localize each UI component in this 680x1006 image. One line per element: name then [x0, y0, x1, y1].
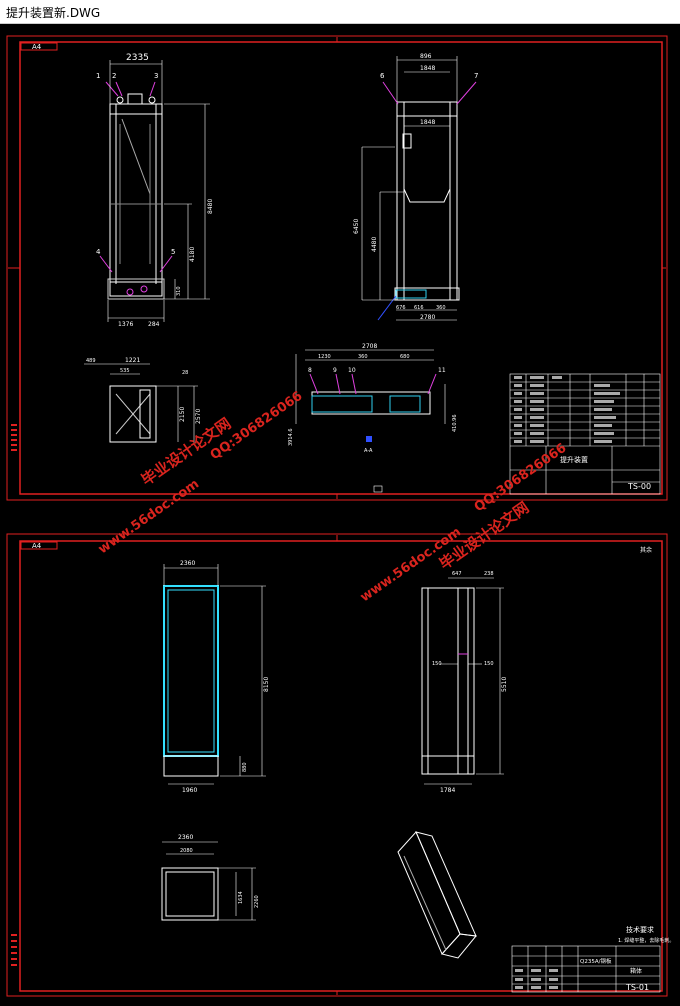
sheet2-size-tag: A4 [32, 542, 42, 550]
cad-drawing-canvas[interactable]: A4 2335 8480 4180 310 1376 284 1 2 [0, 24, 680, 1006]
dim-s2-right-height: 5510 [501, 677, 508, 692]
dim-side-height1: 6450 [353, 219, 360, 234]
sheet1-frame [6, 35, 668, 501]
sheet1-part-labels-front: 1 2 3 4 5 [96, 72, 175, 256]
sheet2-roughness-mark: 其余 [640, 546, 652, 554]
dim-s2-small-h2: 2260 [254, 895, 260, 908]
dim-front-base: 310 [176, 286, 182, 296]
dim-small-height1: 2150 [179, 407, 186, 422]
part-number-3: 3 [154, 72, 158, 80]
sheet1-drawing-title: 提升装置 [560, 455, 588, 464]
dim-s2-small-h1: 1634 [238, 891, 244, 904]
sheet1-size-tag: A4 [32, 43, 42, 51]
dim-small-right: 28 [182, 370, 188, 376]
dim-side-bottom-total: 2780 [420, 314, 435, 321]
part-number-4: 4 [96, 248, 101, 256]
dim-side-top-inner2: 1848 [420, 119, 435, 126]
dim-small-height2: 2570 [195, 409, 202, 424]
dim-s2-right-top1: 647 [452, 571, 462, 577]
dim-side-height2: 4480 [371, 237, 378, 252]
part-number-5: 5 [171, 248, 175, 256]
section-label: A-A [364, 448, 373, 454]
sheet2-left-view [163, 585, 219, 777]
dim-front-height: 8480 [207, 199, 214, 214]
dim-s2-left-bottom-width: 1960 [182, 787, 197, 794]
sheet1-front-dims [107, 60, 210, 322]
part-number-9: 9 [333, 367, 337, 374]
sheet2-isometric-view [397, 831, 477, 959]
sheet1-small-marker [373, 485, 383, 493]
dim-side-bottom-right: 360 [436, 305, 446, 311]
sheet2-title-block [511, 945, 661, 993]
sheet2-material: Q235A/钢板 [580, 957, 612, 965]
sheet1-front-view-color [99, 81, 173, 296]
dim-s2-right-bottom: 1784 [440, 787, 455, 794]
dim-front-width: 2335 [126, 53, 149, 63]
dim-s2-right-mid-left: 150 [432, 661, 442, 667]
dim-front-bottom-right: 284 [148, 321, 160, 328]
dim-front-bottom-left: 1376 [118, 321, 133, 328]
sheet2-small-dims [162, 841, 256, 921]
dim-section-right: 410.96 [452, 415, 458, 433]
sheet1-drawing-number: TS-00 [627, 482, 651, 491]
sheet2-right-dims [424, 577, 504, 785]
dim-side-bottom-left: 676 [396, 305, 406, 311]
sheet1-small-dims [84, 363, 198, 444]
sheet2-part-name: 箱体 [630, 967, 642, 975]
sheet2-left-ruler [11, 934, 17, 966]
dim-small-top-width: 1221 [125, 357, 140, 364]
part-number-1: 1 [96, 72, 100, 80]
dim-side-bottom-mid: 616 [414, 305, 424, 311]
dim-s2-left-base: 880 [242, 762, 248, 772]
sheet1-side-view [394, 101, 460, 301]
sheet1-title-block-entries [514, 376, 620, 443]
dim-side-top-inner: 1848 [420, 65, 435, 72]
dim-s2-left-top-width: 2360 [180, 560, 195, 567]
dim-side-top-outer: 896 [420, 53, 432, 60]
sheet1-front-view [107, 93, 165, 300]
sheet2-small-view [161, 867, 219, 921]
window-title: 提升装置新.DWG [6, 6, 101, 20]
sheet2-right-view [421, 587, 475, 775]
tech-req-title: 技术要求 [626, 925, 654, 934]
dim-s2-right-top2: 238 [484, 571, 494, 577]
sheet1-side-view-color [377, 81, 477, 321]
dim-s2-left-height: 8150 [263, 677, 270, 692]
sheet1-title-block [509, 373, 661, 495]
dim-section-total: 2708 [362, 343, 377, 350]
part-number-8: 8 [308, 367, 312, 374]
sheet1-bottom-section [295, 349, 446, 442]
dim-section-left: 3914.6 [288, 429, 294, 447]
sheet2-frame [6, 533, 668, 997]
dim-small-top-left: 489 [86, 358, 96, 364]
dim-s2-right-mid-right: 150 [484, 661, 494, 667]
window-titlebar: 提升装置新.DWG [0, 0, 680, 24]
sheet2-title-block-entries [515, 969, 558, 989]
watermark-right: www.56doc.com 毕业设计论文网 QQ:306826066 [358, 441, 570, 606]
sheet1-left-ruler [11, 424, 17, 451]
sheet2-drawing-number: TS-01 [625, 983, 649, 992]
sheet1-small-view [109, 385, 157, 443]
sheet2-left-dims [163, 564, 266, 785]
dim-section-part1: 1230 [318, 354, 331, 360]
dim-small-second: 535 [120, 368, 130, 374]
dim-section-part3: 680 [400, 354, 410, 360]
part-number-11: 11 [438, 367, 446, 374]
dim-s2-small-outer: 2360 [178, 834, 193, 841]
part-number-10: 10 [348, 367, 356, 374]
tech-req-line: 1. 焊缝平整，去除毛刺。 [618, 937, 674, 944]
part-number-2: 2 [112, 72, 116, 80]
dim-s2-small-inner: 2080 [180, 848, 193, 854]
sheet1-side-dims [361, 56, 458, 321]
dim-front-mid-height: 4180 [189, 247, 196, 262]
dim-section-part2: 360 [358, 354, 368, 360]
part-number-6: 6 [380, 72, 385, 80]
part-number-7: 7 [474, 72, 478, 80]
